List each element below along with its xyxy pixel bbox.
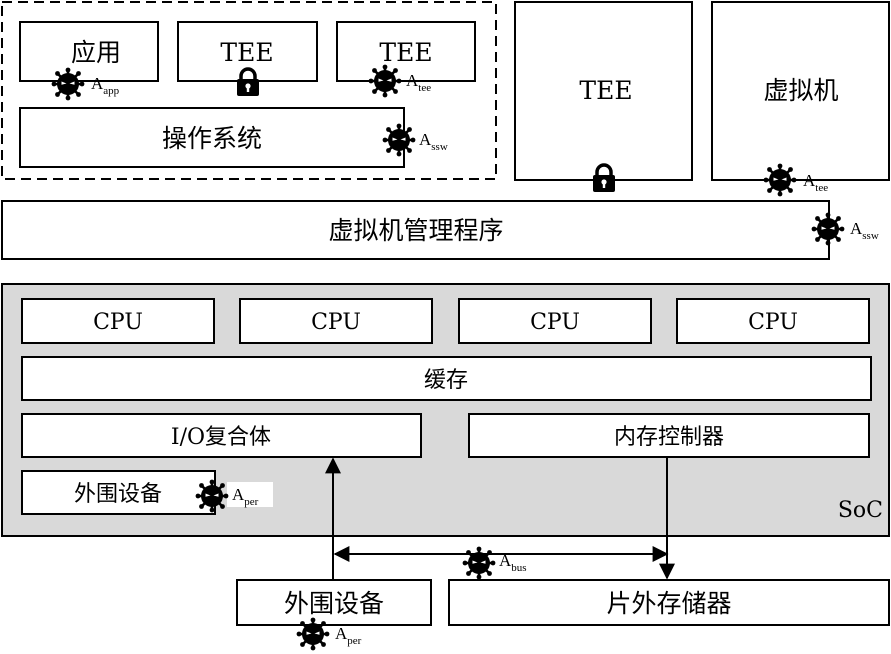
memory-controller-box [468, 413, 870, 458]
cpu-box-2 [239, 298, 433, 344]
hypervisor-box [1, 200, 830, 260]
cpu-box-4 [676, 298, 870, 344]
virus-attacker-icon [762, 162, 798, 198]
memory-controller-label: 内存控制器 [614, 425, 724, 450]
vm-label: 虚拟机 [763, 76, 838, 105]
app-box [19, 21, 159, 82]
cpu-label-2: CPU [311, 310, 361, 335]
attacker-label-app: Aapp [91, 74, 120, 97]
virus-attacker-icon [367, 63, 403, 99]
offchip-memory-label: 片外存储器 [606, 589, 731, 618]
tee-right-box [336, 21, 476, 82]
cpu-label-4: CPU [748, 310, 798, 335]
cache-label: 缓存 [424, 368, 468, 393]
attacker-label-tee-vm: Atee [803, 171, 828, 194]
cpu-box-1 [21, 298, 215, 344]
virus-attacker-icon [295, 616, 331, 652]
attacker-label-periph-int: Aper [232, 485, 259, 508]
tee-vm-label: TEE [579, 76, 632, 105]
cpu-label-1: CPU [93, 310, 143, 335]
aper-label-background [227, 482, 273, 507]
soc-label: SoC [838, 498, 883, 523]
app-label: 应用 [71, 38, 121, 67]
virus-attacker-icon [194, 478, 230, 514]
virus-attacker-icon [810, 211, 846, 247]
virus-attacker-icon [50, 66, 86, 102]
internal-peripheral-label: 外围设备 [74, 482, 162, 507]
attacker-label-periph-ext: Aper [335, 624, 362, 647]
attacker-label-bus: Abus [499, 551, 527, 574]
cache-box [21, 356, 872, 401]
internal-peripheral-box [21, 470, 216, 515]
vm-box [711, 1, 890, 181]
virus-attacker-icon [461, 545, 497, 581]
external-peripheral-box [236, 579, 432, 626]
io-complex-box [21, 413, 422, 458]
offchip-memory-box [448, 579, 890, 626]
attacker-label-hypervisor: Assw [850, 219, 879, 242]
cpu-box-3 [458, 298, 652, 344]
attacker-label-os: Assw [419, 130, 448, 153]
external-peripheral-label: 外围设备 [284, 589, 384, 618]
tee-left-label: TEE [220, 38, 273, 67]
virus-attacker-icon [381, 122, 417, 158]
tee-right-label: TEE [379, 38, 432, 67]
io-complex-label: I/O复合体 [171, 425, 271, 450]
hypervisor-label: 虚拟机管理程序 [328, 216, 503, 245]
os-box [19, 107, 405, 168]
guest-vm-dashed-boundary [1, 1, 497, 180]
os-label: 操作系统 [162, 124, 262, 153]
cpu-label-3: CPU [530, 310, 580, 335]
attacker-label-tee-guest: Atee [406, 71, 431, 94]
